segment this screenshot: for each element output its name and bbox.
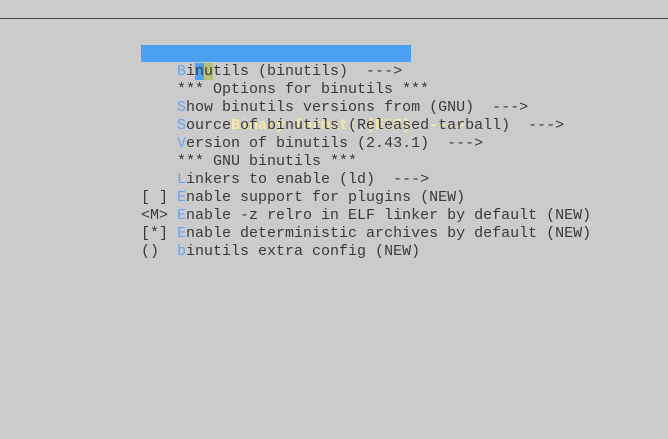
menu-item-label: inutils extra config (NEW) <box>186 243 421 260</box>
menu-comment-gnu: *** GNU binutils *** <box>105 135 591 170</box>
hotkey-letter: E <box>177 207 187 224</box>
menu-item-source[interactable]: Source of binutils (Released tarball) --… <box>105 99 591 134</box>
menu-comment-label: *** GNU binutils *** <box>177 153 358 170</box>
hotkey-letter: L <box>177 171 187 188</box>
hotkey-letter: B <box>231 117 241 134</box>
menu-item-label: ource of binutils (Released tarball) ---… <box>186 117 565 134</box>
menu-item-label: inutils (binutils) ---> <box>186 63 403 80</box>
menu-item-plugins[interactable]: [ ] Enable support for plugins (NEW) <box>105 171 591 206</box>
menu-item-label: inary format: (ELF) ---> <box>240 117 466 134</box>
menu-item-deterministic[interactable]: [*] Enable deterministic archives by defa… <box>105 207 591 242</box>
string-prefix[interactable]: () <box>141 243 160 260</box>
tristate-prefix[interactable]: <M> <box>141 207 169 224</box>
menu-item-label: inkers to enable (ld) ---> <box>186 171 430 188</box>
item-prefix <box>195 63 231 135</box>
hotkey-letter: S <box>177 117 187 134</box>
config-menu: Binary format: (ELF) ---> Binutils (binu… <box>105 27 591 260</box>
menu-item-extra-config[interactable]: () binutils extra config (NEW) <box>105 225 591 260</box>
menu-item-binutils[interactable]: Binutils (binutils) ---> <box>105 45 591 80</box>
cursor-block-right <box>204 63 214 80</box>
checkbox-prefix[interactable]: [*] <box>141 225 169 242</box>
menu-item-relro[interactable]: <M> Enable -z relro in ELF linker by defa… <box>105 189 591 224</box>
top-divider <box>0 18 668 19</box>
menu-item-label: nable -z relro in ELF linker by default … <box>186 207 592 224</box>
menu-item-label: how binutils versions from (GNU) ---> <box>186 99 529 116</box>
menu-item-version[interactable]: Version of binutils (2.43.1) ---> <box>105 117 591 152</box>
hotkey-letter: E <box>177 225 187 242</box>
cursor-block-left <box>195 63 205 80</box>
hotkey-letter: V <box>177 135 187 152</box>
menu-comment-label: *** Options for binutils *** <box>177 81 430 98</box>
hotkey-letter: b <box>177 243 187 260</box>
menu-item-show-versions[interactable]: Show binutils versions from (GNU) ---> <box>105 81 591 116</box>
hotkey-letter: E <box>177 189 187 206</box>
hotkey-letter: S <box>177 99 187 116</box>
selection-highlight: Binary format: (ELF) ---> <box>141 45 465 134</box>
menu-item-binary-format[interactable]: Binary format: (ELF) ---> <box>105 27 591 134</box>
menu-item-linkers[interactable]: Linkers to enable (ld) ---> <box>105 153 591 188</box>
menu-comment-options: *** Options for binutils *** <box>105 63 591 98</box>
hotkey-letter: B <box>177 63 187 80</box>
menu-item-label: nable support for plugins (NEW) <box>186 189 466 206</box>
menu-item-label: ersion of binutils (2.43.1) ---> <box>186 135 484 152</box>
menu-item-label: nable deterministic archives by default … <box>186 225 592 242</box>
checkbox-prefix[interactable]: [ ] <box>141 189 169 206</box>
